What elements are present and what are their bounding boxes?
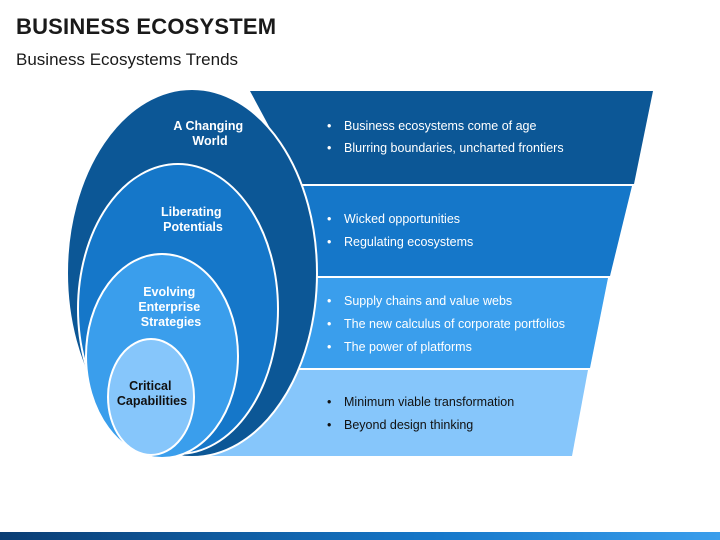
bullet-dot: • [327,294,331,308]
bullet-text: Business ecosystems come of age [344,119,536,133]
bullet-text: Beyond design thinking [344,418,473,432]
bullets-level-4: • Minimum viable transformation • Beyond… [327,395,514,432]
label-level-1: A Changing World [173,119,246,148]
label-level-2: Liberating Potentials [161,205,225,234]
label-level-4-line-2: Capabilities [117,394,187,408]
bullet-dot: • [327,141,331,155]
label-level-3-line-3: Strategies [141,315,201,329]
label-level-2-line-1: Liberating [161,205,221,219]
band-level-1 [250,91,653,184]
bullet-dot: • [327,119,331,133]
bullet-text: Wicked opportunities [344,212,460,226]
bullets-level-2: • Wicked opportunities • Regulating ecos… [327,212,473,249]
bullet-text: The new calculus of corporate portfolios [344,317,565,331]
ellipse-level-4 [107,338,195,456]
bullet-text: Supply chains and value webs [344,294,512,308]
label-level-2-line-2: Potentials [163,220,223,234]
bullet-text: Blurring boundaries, uncharted frontiers [344,141,564,155]
label-level-1-line-1: A Changing [173,119,243,133]
bullet-text: Minimum viable transformation [344,395,514,409]
bullet-dot: • [327,395,331,409]
bullet-dot: • [327,340,331,354]
label-level-4: Critical Capabilities [117,379,187,408]
bullet-dot: • [327,317,331,331]
bullets-level-3: • Supply chains and value webs • The new… [327,294,565,354]
label-level-1-line-2: World [192,134,227,148]
bottom-accent-bar [0,532,720,540]
page-subtitle: Business Ecosystems Trends [16,50,239,69]
label-level-3-line-1: Evolving [143,285,195,299]
page-title: BUSINESS ECOSYSTEM [16,14,277,39]
bullet-text: The power of platforms [344,340,472,354]
bullet-dot: • [327,418,331,432]
band-level-3 [290,278,608,368]
label-level-4-line-1: Critical [129,379,171,393]
bullet-text: Regulating ecosystems [344,235,473,249]
bullet-dot: • [327,235,331,249]
label-level-3-line-2: Enterprise [138,300,200,314]
band-level-2 [300,186,632,276]
label-level-3: Evolving Enterprise Strategies [138,285,203,329]
bullet-dot: • [327,212,331,226]
bullets-level-1: • Business ecosystems come of age • Blur… [327,119,564,155]
